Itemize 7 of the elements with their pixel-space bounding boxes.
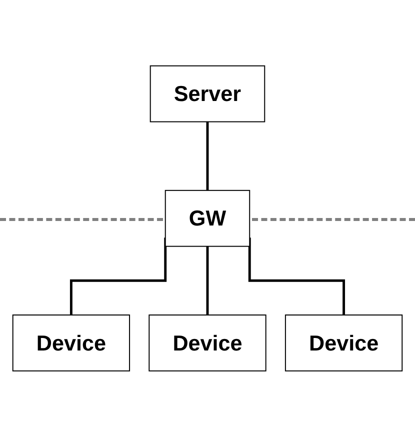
node-box: Device: [12, 314, 130, 372]
node-box: Server: [150, 65, 266, 122]
connector: [206, 122, 209, 192]
node-box: Device: [284, 314, 403, 372]
node-box: GW: [164, 190, 250, 247]
connector: [206, 246, 209, 316]
node-box: Device: [148, 314, 266, 372]
